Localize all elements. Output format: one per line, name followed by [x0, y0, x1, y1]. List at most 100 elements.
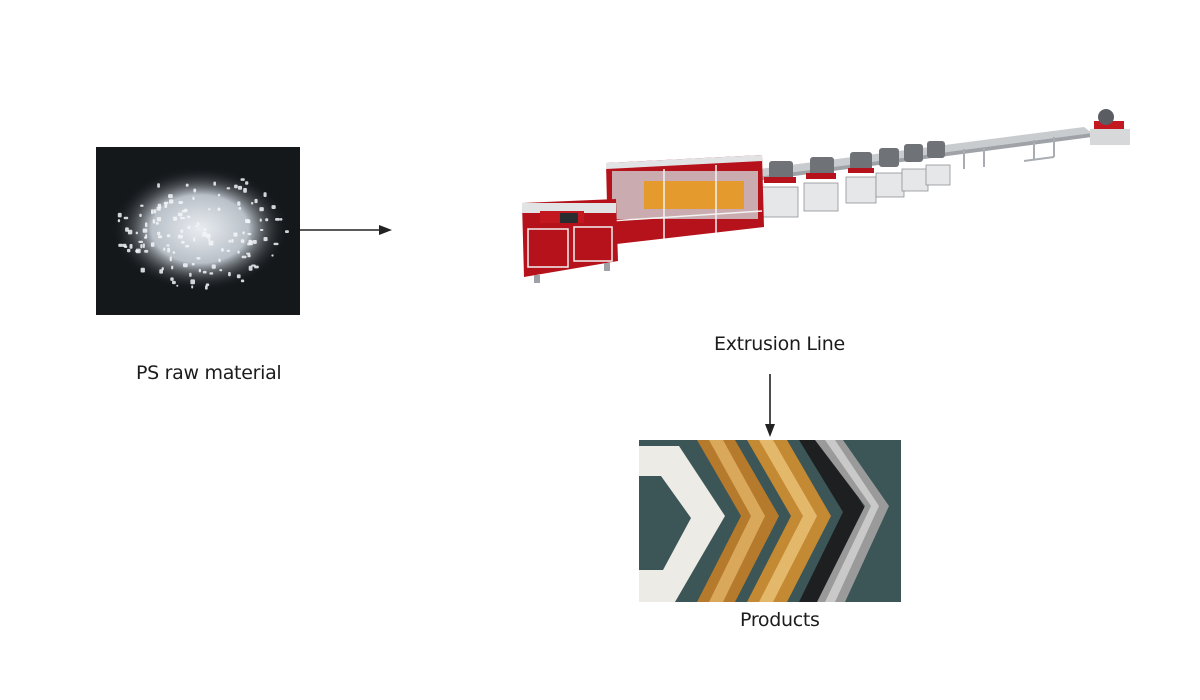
granule [193, 188, 197, 193]
granule [176, 284, 179, 287]
granule [181, 240, 185, 244]
granule [168, 194, 173, 199]
products-label: Products [740, 609, 820, 631]
granule [123, 216, 129, 220]
granule [177, 212, 183, 217]
granule [117, 212, 122, 218]
picture-frame-icon [639, 440, 901, 602]
granule [181, 209, 186, 213]
granule [164, 203, 168, 208]
granule [155, 222, 159, 225]
granule [231, 239, 234, 243]
granule [166, 234, 171, 238]
granule [178, 234, 183, 239]
granule [169, 199, 174, 204]
granule [118, 243, 123, 247]
granule [140, 244, 143, 249]
granule [185, 183, 189, 187]
granule [129, 244, 133, 249]
granule [135, 231, 138, 235]
raw-material-label: PS raw material [136, 362, 282, 384]
granule [151, 209, 154, 215]
granule [242, 231, 245, 235]
granule [157, 235, 163, 239]
granule [245, 219, 250, 223]
granule [205, 285, 208, 290]
granule [221, 248, 224, 252]
granule [275, 218, 280, 221]
granule [202, 270, 207, 274]
granule [247, 254, 251, 258]
granule [265, 218, 269, 222]
extrusion-line-image [494, 105, 1139, 290]
granule [248, 239, 252, 245]
granule [183, 263, 188, 268]
granule [170, 277, 174, 281]
granule [228, 272, 231, 277]
granule [238, 207, 242, 210]
granule [208, 240, 214, 246]
granule [203, 228, 207, 232]
granule [236, 274, 241, 279]
granule [185, 244, 190, 248]
granule [209, 272, 214, 275]
granule [252, 240, 257, 244]
granule [172, 251, 176, 254]
granule [240, 279, 245, 283]
granule [243, 188, 247, 193]
granule [163, 201, 169, 205]
granule [213, 181, 216, 186]
granule [125, 227, 129, 232]
granule [246, 252, 251, 255]
granule [144, 249, 149, 253]
granule [240, 178, 245, 181]
granule [219, 269, 223, 272]
granule [190, 279, 195, 285]
granule [240, 239, 245, 243]
granule [157, 203, 162, 209]
granule [169, 256, 172, 262]
granule [180, 229, 184, 233]
granule [127, 229, 133, 235]
granule [145, 222, 148, 228]
granule [263, 237, 268, 242]
granule [218, 258, 221, 263]
granule [157, 183, 160, 188]
granule [237, 185, 242, 190]
granule [156, 217, 162, 222]
granule [228, 239, 231, 243]
raw-material-image [96, 147, 300, 315]
plastic-granules-icon [112, 167, 289, 291]
granule [198, 268, 201, 273]
products-image [639, 440, 901, 602]
granule [226, 249, 231, 252]
granule [163, 247, 166, 251]
granule [208, 208, 211, 211]
granule [217, 193, 221, 197]
granule [259, 218, 262, 222]
granule [157, 231, 161, 236]
granule [182, 217, 186, 220]
granule [251, 202, 254, 205]
granule [195, 224, 198, 228]
extrusion-machine-icon [522, 109, 1130, 283]
granule [234, 184, 238, 189]
granule [273, 242, 279, 246]
granule [117, 219, 121, 223]
granule [260, 229, 264, 231]
granule [191, 285, 194, 289]
granule [189, 272, 192, 277]
granule [186, 215, 191, 219]
granule [152, 219, 156, 224]
granule [153, 209, 157, 214]
granule [202, 231, 207, 237]
granule [140, 267, 145, 273]
granule [172, 280, 176, 285]
granule [197, 222, 200, 226]
granule [208, 238, 211, 241]
granule [233, 232, 238, 237]
granule [259, 207, 264, 212]
granule [279, 218, 283, 221]
granule [193, 237, 196, 242]
